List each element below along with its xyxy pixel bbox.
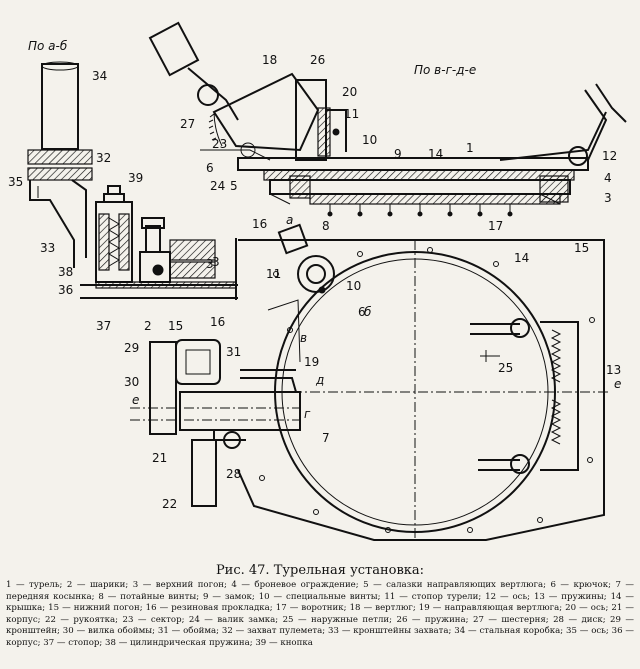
callout-31: 31 xyxy=(226,345,241,359)
callout-10-plan: 10 xyxy=(346,279,361,293)
callout-39: 39 xyxy=(128,171,143,185)
callout-29: 29 xyxy=(124,341,139,355)
callout-30: 30 xyxy=(124,375,139,389)
callout-25: 25 xyxy=(498,361,513,375)
callout-34: 34 xyxy=(92,69,107,83)
callout-11: 11 xyxy=(344,107,359,121)
callout-3-plan: 3 xyxy=(206,257,214,271)
callout-24: 24 xyxy=(210,179,225,193)
callout-32: 32 xyxy=(96,151,111,165)
callout-21: 21 xyxy=(152,451,167,465)
callout-4: 4 xyxy=(604,171,612,185)
section-mark-e-right: е xyxy=(614,377,621,391)
callout-7: 7 xyxy=(322,431,330,445)
callout-5: 5 xyxy=(230,179,238,193)
view-vgde-drawing xyxy=(148,21,627,217)
callout-9: 9 xyxy=(394,147,402,161)
callout-23: 23 xyxy=(212,137,227,151)
figure-legend: 1 — турель; 2 — шарики; 3 — верхний пого… xyxy=(6,580,634,650)
callout-6: 6 xyxy=(206,161,214,175)
section-mark-v: в xyxy=(300,331,307,345)
plan-view-drawing xyxy=(130,223,610,541)
callout-15-right: 15 xyxy=(574,241,589,255)
callout-33: 33 xyxy=(40,241,55,255)
section-mark-g: г xyxy=(304,407,311,421)
callout-2: 2 xyxy=(144,319,152,333)
callout-10: 10 xyxy=(362,133,377,147)
callout-labels: 34 32 35 39 33 38 36 37 2 15 16 3 18 26 … xyxy=(8,53,621,511)
callout-28: 28 xyxy=(226,467,241,481)
callout-36: 36 xyxy=(58,283,73,297)
callout-18: 18 xyxy=(262,53,277,67)
section-mark-e-left: е xyxy=(132,393,139,407)
callout-27: 27 xyxy=(180,117,195,131)
callout-6-plan: 6 xyxy=(358,305,366,319)
callout-38: 38 xyxy=(58,265,73,279)
section-mark-b: б xyxy=(364,305,372,319)
view-ab-drawing xyxy=(27,61,238,300)
callout-14: 14 xyxy=(428,147,443,161)
section-marks: а б в г д е е xyxy=(132,213,621,421)
callout-20: 20 xyxy=(342,85,357,99)
callout-22: 22 xyxy=(162,497,177,511)
callout-12: 12 xyxy=(602,149,617,163)
callout-16-right: 16 xyxy=(252,217,267,231)
callout-1: 1 xyxy=(466,141,474,155)
callout-17: 17 xyxy=(488,219,503,233)
legend-text: 1 — турель; 2 — шарики; 3 — верхний пого… xyxy=(6,580,634,648)
callout-13: 13 xyxy=(606,363,621,377)
section-mark-d: д xyxy=(315,373,324,387)
callout-26: 26 xyxy=(310,53,325,67)
figure-caption-title: Рис. 47. Турельная установка: xyxy=(215,563,425,578)
view-ab-title: По а-б xyxy=(28,39,68,53)
callout-16: 16 xyxy=(210,315,225,329)
section-mark-a: а xyxy=(286,213,293,227)
callout-11-plan: 11 xyxy=(266,267,281,281)
callout-35: 35 xyxy=(8,175,23,189)
callout-19: 19 xyxy=(304,355,319,369)
callout-15: 15 xyxy=(168,319,183,333)
turret-drawing: По а-б По в-г-д-е 34 32 35 39 33 38 36 3… xyxy=(8,21,627,541)
callout-14-plan: 14 xyxy=(514,251,529,265)
view-vgde-title: По в-г-д-е xyxy=(414,63,476,77)
callout-37: 37 xyxy=(96,319,111,333)
callout-3-right: 3 xyxy=(604,191,612,205)
callout-8: 8 xyxy=(322,219,330,233)
callout-3: 3 xyxy=(212,255,220,269)
